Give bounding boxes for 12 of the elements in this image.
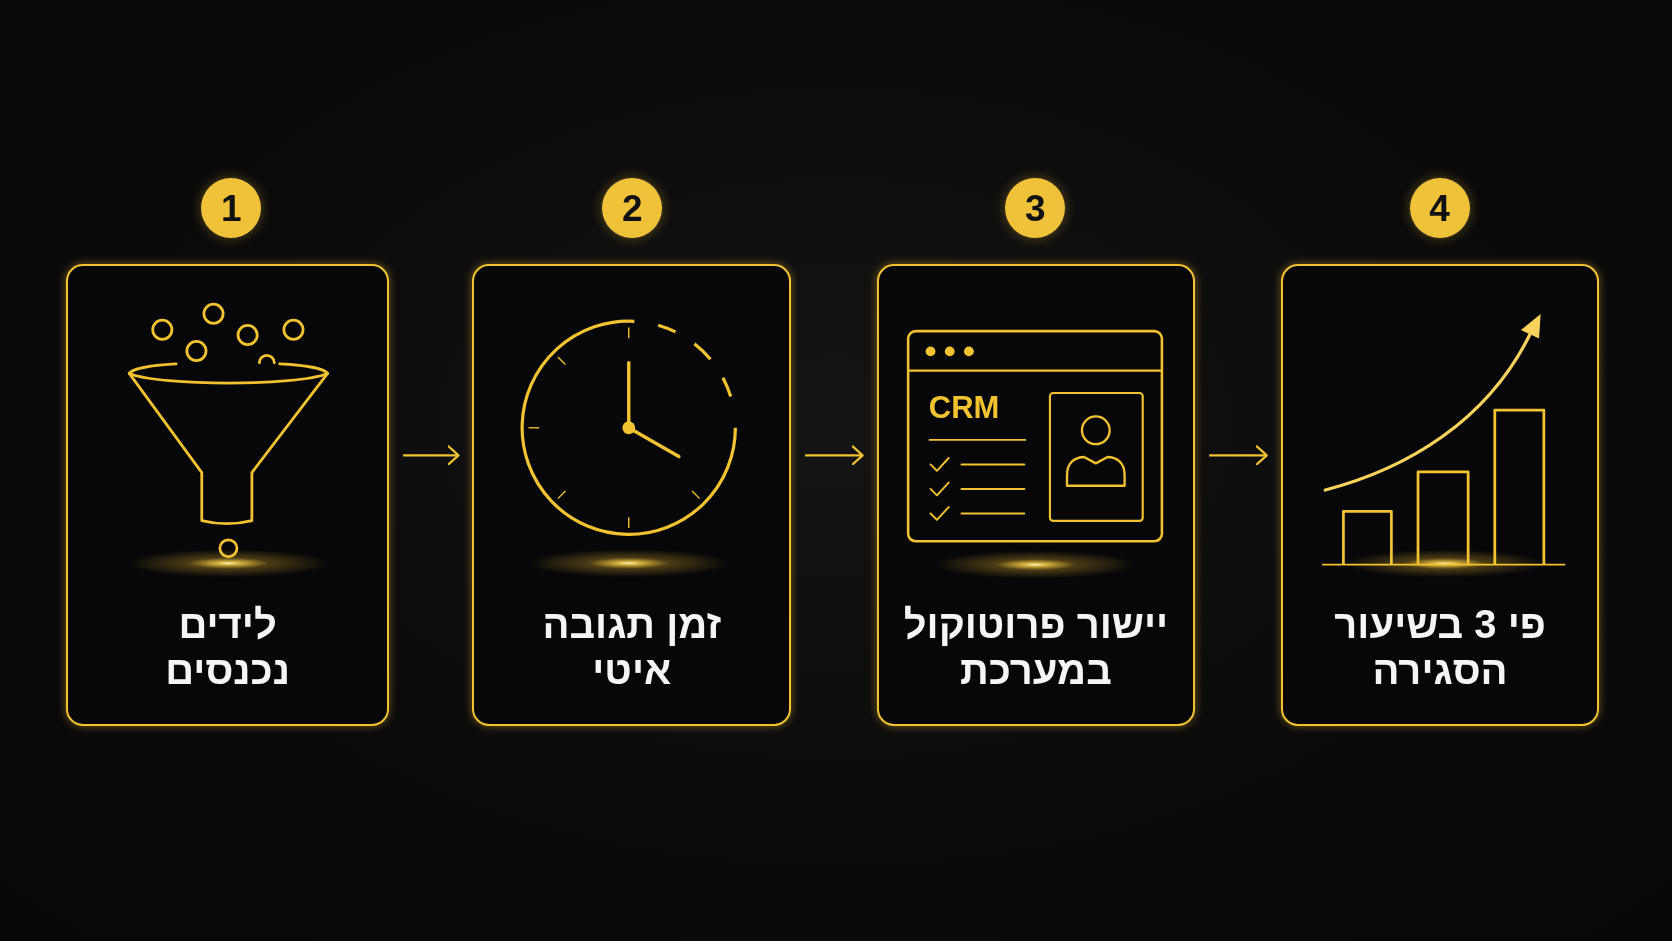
step-label: לידים נכנסים — [164, 601, 291, 694]
step-number: 2 — [602, 177, 663, 238]
step-label: יישור פרוטוקול במערכת — [902, 601, 1170, 694]
step-number: 4 — [1409, 177, 1470, 238]
arrow — [403, 445, 460, 466]
arrow — [1209, 445, 1268, 466]
arrow — [805, 445, 864, 466]
step-number: 1 — [201, 177, 262, 238]
step-label: פי 3 בשיעור הסגירה — [1333, 601, 1547, 694]
step-number: 3 — [1005, 177, 1066, 238]
window-title: CRM — [928, 391, 1000, 426]
step-label: זמן תגובה איטי — [541, 601, 723, 694]
